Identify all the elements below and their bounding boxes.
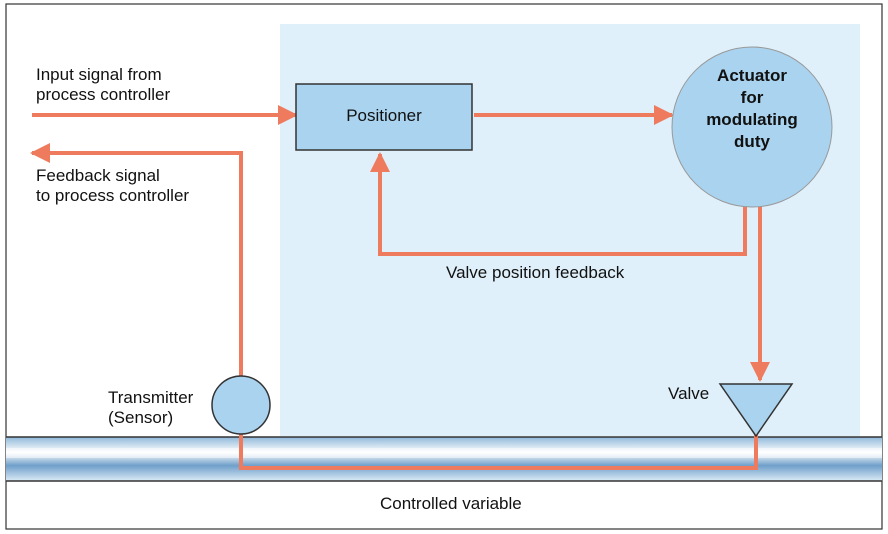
- actuator-label: Actuator for modulating duty: [706, 66, 798, 151]
- input-signal-label: Input signal from process controller: [36, 65, 171, 104]
- valve-triangle: [718, 383, 794, 438]
- transmitter-circle: [211, 375, 271, 435]
- feedback-signal-line: [30, 143, 243, 376]
- actuator-circle: [671, 46, 833, 208]
- valve-label: Valve: [668, 384, 710, 403]
- feedback-signal-label: Feedback signal to process controller: [36, 166, 190, 205]
- transmitter-label: Transmitter (Sensor): [108, 388, 194, 427]
- signal-lines: [30, 105, 770, 470]
- positioner-label: Positioner: [346, 106, 422, 125]
- pipe: [6, 436, 882, 482]
- valve-position-feedback-label: Valve position feedback: [446, 263, 625, 282]
- valve-position-feedback-line: [370, 152, 747, 256]
- positioner-box: [295, 83, 473, 151]
- controlled-variable-label: Controlled variable: [380, 494, 522, 513]
- pipe-sensing-line: [239, 432, 758, 470]
